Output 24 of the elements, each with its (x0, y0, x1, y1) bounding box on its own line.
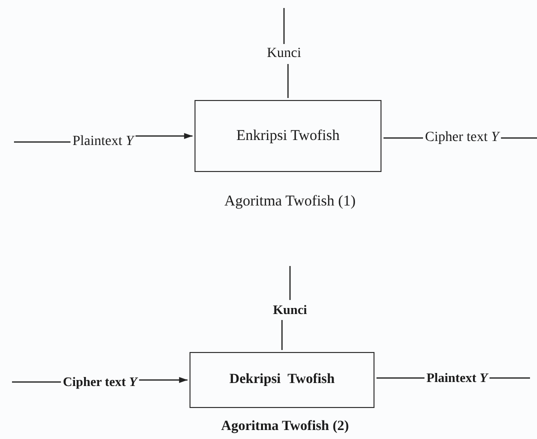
process-box (190, 352, 374, 408)
text-label: Plaintext Y (72, 134, 134, 150)
arrow (139, 377, 188, 383)
process-box (194, 100, 382, 172)
connector-line (376, 377, 424, 379)
text-label: Kunci (266, 46, 302, 62)
connector-line (14, 141, 70, 143)
connector-line (281, 320, 283, 350)
connector-line (287, 64, 289, 98)
process-label: Enkripsi Twofish (236, 128, 340, 144)
text-label: Kunci (273, 302, 307, 318)
text-label: Plaintext Y (426, 370, 488, 386)
connector-line (12, 381, 61, 383)
node-label: Agoritma Twofish (2) (221, 419, 349, 435)
connector-line (289, 266, 291, 300)
connector-line (384, 137, 424, 139)
arrow (136, 133, 192, 139)
connector-line (283, 8, 285, 44)
connector-line (490, 377, 530, 379)
process-label: Dekripsi Twofish (229, 372, 335, 388)
connector-line (500, 137, 537, 139)
text-label: Cipher text Y (425, 130, 499, 146)
text-label: Cipher text Y (62, 374, 138, 390)
node-label: Agoritma Twofish (1) (224, 194, 356, 210)
